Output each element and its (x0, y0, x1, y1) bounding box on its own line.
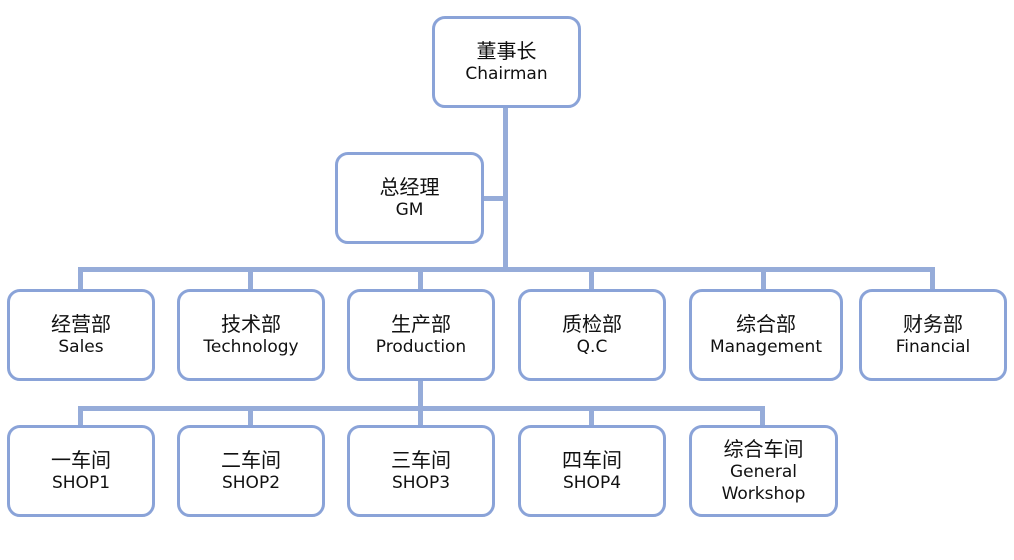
node-dept-technology: 技术部 Technology (177, 289, 325, 381)
node-dept-financial-en-label: Financial (895, 337, 971, 357)
node-dept-sales-zh-label: 经营部 (51, 312, 111, 336)
connector-drop-management (761, 267, 766, 291)
node-dept-technology-zh-label: 技术部 (221, 312, 281, 336)
node-dept-production-en-label: Production (375, 337, 467, 357)
node-chairman-zh-label: 董事长 (476, 39, 537, 63)
node-workshop-general: 综合车间 General Workshop (689, 425, 838, 517)
connector-drop-qc (589, 267, 594, 291)
connector-drop-financial (930, 267, 935, 291)
node-dept-technology-en-label: Technology (203, 337, 299, 357)
node-gm-zh-label: 总经理 (379, 175, 440, 199)
node-workshop-shop1: 一车间 SHOP1 (7, 425, 155, 517)
node-workshop-shop2-zh-label: 二车间 (221, 448, 281, 472)
node-workshop-general-zh-label: 综合车间 (723, 437, 804, 461)
connector-drop-sales (78, 267, 83, 291)
node-dept-management-en-label: Management (710, 337, 822, 357)
node-workshop-shop2: 二车间 SHOP2 (177, 425, 325, 517)
node-workshop-shop3: 三车间 SHOP3 (347, 425, 495, 517)
node-dept-sales: 经营部 Sales (7, 289, 155, 381)
node-dept-qc-zh-label: 质检部 (562, 312, 622, 336)
connector-drop-shop3 (418, 406, 423, 428)
node-dept-management: 综合部 Management (689, 289, 843, 381)
connector-drop-shop2 (248, 406, 253, 428)
connector-departments-bus (78, 267, 935, 272)
connector-drop-shop1 (78, 406, 83, 428)
node-chairman-en-label: Chairman (465, 64, 548, 84)
node-workshop-shop4-zh-label: 四车间 (562, 448, 622, 472)
connector-production-trunk (418, 379, 423, 411)
connector-gm-branch (483, 196, 505, 201)
connector-drop-shop4 (589, 406, 594, 428)
node-workshop-shop4: 四车间 SHOP4 (518, 425, 666, 517)
node-dept-financial-zh-label: 财务部 (903, 312, 963, 336)
node-gm: 总经理 GM (335, 152, 484, 244)
node-dept-production-zh-label: 生产部 (391, 312, 451, 336)
connector-drop-production (418, 267, 423, 291)
connector-drop-general-workshop (760, 406, 765, 428)
node-dept-management-zh-label: 综合部 (736, 312, 796, 336)
node-workshop-shop3-zh-label: 三车间 (391, 448, 451, 472)
connector-drop-technology (248, 267, 253, 291)
node-dept-qc-en-label: Q.C (576, 337, 608, 357)
node-workshop-shop1-zh-label: 一车间 (51, 448, 111, 472)
node-dept-qc: 质检部 Q.C (518, 289, 666, 381)
node-workshop-shop2-en-label: SHOP2 (221, 473, 281, 493)
node-workshop-shop4-en-label: SHOP4 (562, 473, 622, 493)
node-workshop-shop3-en-label: SHOP3 (391, 473, 451, 493)
node-workshop-general-en-label: General Workshop (721, 462, 806, 504)
node-dept-production: 生产部 Production (347, 289, 495, 381)
connector-chairman-trunk (503, 107, 508, 270)
node-dept-sales-en-label: Sales (58, 337, 104, 357)
node-dept-financial: 财务部 Financial (859, 289, 1007, 381)
node-chairman: 董事长 Chairman (432, 16, 581, 108)
node-gm-en-label: GM (395, 200, 424, 220)
node-workshop-shop1-en-label: SHOP1 (51, 473, 111, 493)
